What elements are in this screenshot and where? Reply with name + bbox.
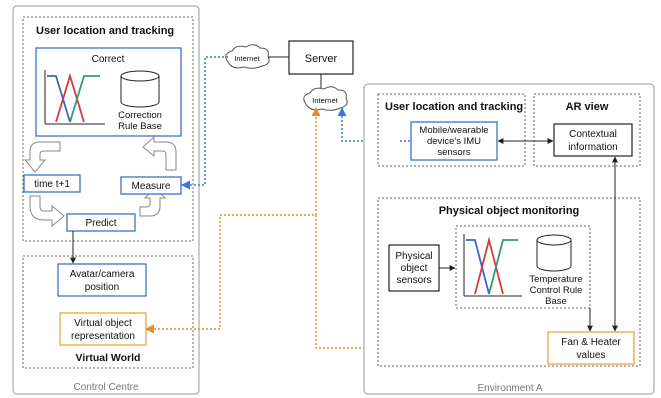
internet-cloud-right: Internet <box>303 86 348 111</box>
virtual-object-label-line1: Virtual object <box>74 318 132 329</box>
correction-db-label-line2: Rule Base <box>118 121 162 132</box>
contextual-label-line1: Contextual <box>569 129 617 140</box>
correct-label: Correct <box>92 54 125 65</box>
correction-rule-base-db-icon <box>120 70 160 108</box>
fan-label-line2: values <box>577 350 606 361</box>
server-label: Server <box>305 53 338 65</box>
temp-db-label-line1: Temperature <box>529 274 582 285</box>
sensors-label-line2: object <box>401 263 428 274</box>
physical-sensors-box: Physical object sensors <box>388 244 440 292</box>
imu-label-line1: Mobile/wearable <box>419 125 488 136</box>
temperature-rule-base-db-icon <box>536 234 572 272</box>
virtual-world-label: Virtual World <box>76 352 141 364</box>
measure-box: Measure <box>120 176 182 195</box>
imu-sensors-box: Mobile/wearable device's IMU sensors <box>410 121 498 161</box>
predict-box: Predict <box>66 213 136 232</box>
contextual-label-line2: information <box>568 142 617 153</box>
predict-label: Predict <box>85 218 116 229</box>
virtual-object-box: Virtual object representation <box>59 312 147 346</box>
control-tracking-title: User location and tracking <box>36 25 174 37</box>
internet-right-label: Internet <box>312 96 338 105</box>
fuzzy-membership-plot-correct <box>44 70 105 125</box>
temp-db-label-line2: Control Rule <box>530 285 583 296</box>
cycle-arrow-left-top <box>23 141 61 173</box>
temp-db-label-line3: Base <box>545 296 567 307</box>
env-tracking-title: User location and tracking <box>385 101 523 113</box>
server-box: Server <box>288 40 354 75</box>
imu-label-line2: device's IMU <box>427 136 481 147</box>
control-centre-label: Control Centre <box>73 382 138 393</box>
virtual-object-label-line2: representation <box>71 331 135 342</box>
fan-heater-box: Fan & Heater values <box>547 331 635 365</box>
avatar-box: Avatar/camera position <box>57 263 147 297</box>
contextual-info-box: Contextual information <box>553 123 633 157</box>
avatar-label-line1: Avatar/camera <box>70 269 135 280</box>
imu-label-line3: sensors <box>437 147 471 158</box>
sensors-label-line1: Physical <box>395 251 432 262</box>
cycle-arrow-left-bottom <box>29 195 65 228</box>
correct-box: Correct Correction Rule Base <box>35 47 182 137</box>
internet-left-label: Internet <box>234 54 260 63</box>
time-box: time t+1 <box>23 174 81 193</box>
fan-label-line1: Fan & Heater <box>561 337 621 348</box>
internet-cloud-left: Internet <box>225 44 270 69</box>
internet-to-imu-link <box>337 107 411 142</box>
ar-view-title: AR view <box>566 101 609 113</box>
measure-label: Measure <box>132 181 171 192</box>
internet-to-fan-link <box>315 215 548 349</box>
time-label: time t+1 <box>34 179 70 190</box>
virtual-object-to-fan-link <box>145 107 321 334</box>
environment-a-label: Environment A <box>477 383 542 394</box>
avatar-label-line2: position <box>85 282 119 293</box>
monitoring-title: Physical object monitoring <box>439 205 580 217</box>
temperature-controller-group: Temperature Control Rule Base <box>455 225 591 309</box>
correction-db-label-line1: Correction <box>118 110 162 121</box>
fuzzy-membership-plot-temperature <box>463 234 522 297</box>
sensors-label-line3: sensors <box>396 275 431 286</box>
